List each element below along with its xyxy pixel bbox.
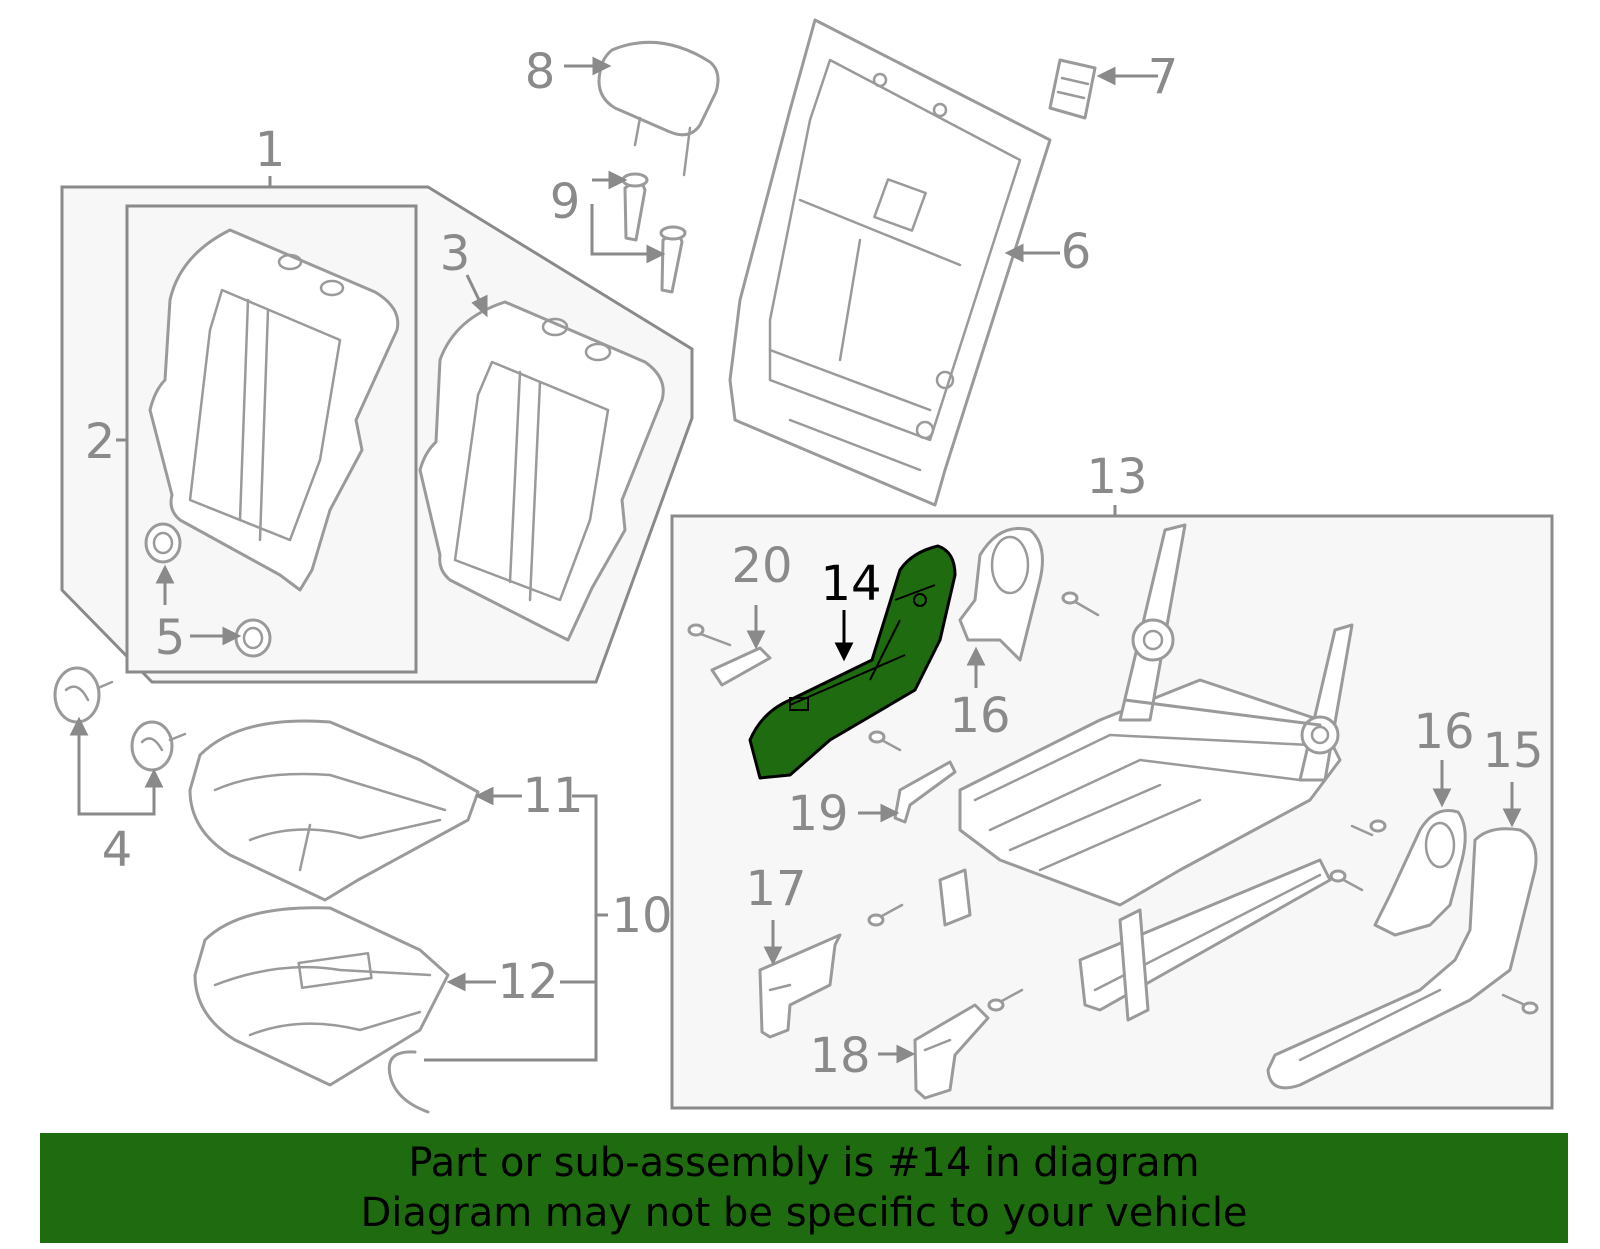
wire-hook [387,1050,430,1114]
part-12-cushion-pad [193,906,450,1087]
part-19-trim [868,730,957,824]
label-11: 11 [522,768,583,824]
label-17: 17 [745,861,806,917]
banner-line-1: Part or sub-assembly is #14 in diagram [408,1140,1200,1186]
label-13: 13 [1086,449,1147,505]
part-8-headrest [597,40,720,177]
leader-lines [69,56,1522,1064]
leader-14 [834,610,854,662]
info-banner: Part or sub-assembly is #14 in diagram D… [40,1133,1568,1243]
label-10: 10 [611,888,672,944]
part-14-highlighted [748,544,957,780]
part-11-cushion-cover [188,719,480,902]
label-16-lower: 16 [1413,704,1474,760]
part-6-seatback-frame [728,18,1052,507]
label-2: 2 [85,414,116,470]
label-15: 15 [1482,723,1543,779]
label-4: 4 [102,822,133,878]
label-9: 9 [550,174,581,230]
label-7: 7 [1148,49,1179,105]
part-18-cover [913,1003,990,1100]
part-16-cover-lower [1329,809,1467,937]
label-12: 12 [497,954,558,1010]
label-14: 14 [820,556,881,612]
label-3: 3 [440,226,471,282]
banner-line-2: Diagram may not be specific to your vehi… [360,1190,1248,1236]
part-20-bracket [687,623,772,687]
label-6: 6 [1061,224,1092,280]
label-19: 19 [787,786,848,842]
part-2-seatback-cover [148,228,400,592]
part-9-pins [621,172,687,294]
label-8: 8 [525,44,556,100]
label-1: 1 [255,122,286,178]
label-20: 20 [731,538,792,594]
part-15-side-trim [1266,827,1539,1090]
part-13-seat-frame [867,523,1387,1022]
part-16-cover-upper [958,526,1100,662]
part-17-cover [758,933,842,1039]
part-3-seatback-cover [418,300,665,642]
part-7-clip [1048,58,1097,120]
callout-labels: 1 2 3 4 5 6 7 8 9 10 11 12 13 14 15 16 1… [85,44,1544,1084]
label-5: 5 [155,610,186,666]
label-16-upper: 16 [949,688,1010,744]
label-18: 18 [809,1028,870,1084]
